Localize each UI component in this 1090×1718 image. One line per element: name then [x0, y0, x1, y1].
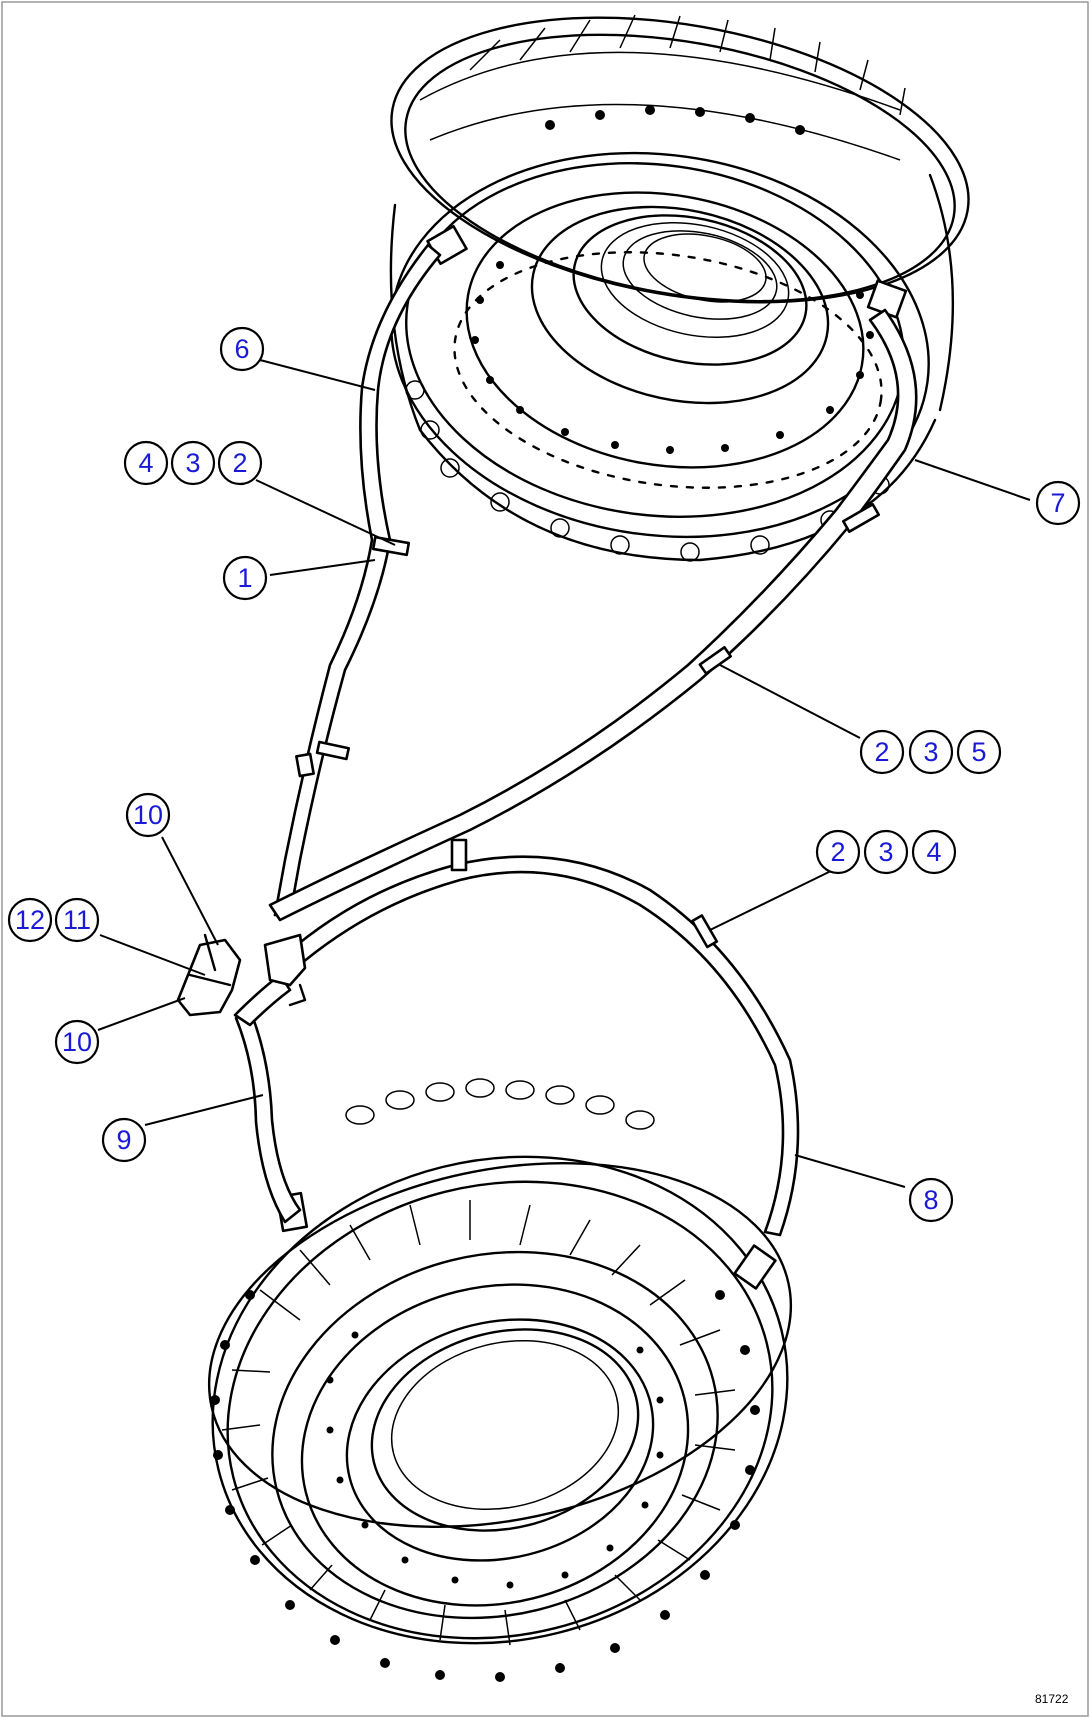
callout-number: 2	[232, 448, 247, 478]
callout-12: 12	[7, 897, 53, 943]
callout-7: 7	[1035, 480, 1081, 526]
callout-number: 10	[133, 800, 163, 830]
tee-fitting	[176, 752, 315, 1017]
callout-2-upper: 2	[217, 440, 263, 486]
hose-6	[273, 243, 442, 917]
callout-2-mid: 2	[815, 829, 861, 875]
figure-id: 81722	[1035, 1692, 1069, 1706]
callout-number: 2	[830, 837, 845, 867]
callout-number: 8	[923, 1185, 938, 1215]
callout-5: 5	[956, 729, 1002, 775]
callout-3-right: 3	[908, 729, 954, 775]
callout-number: 4	[926, 837, 941, 867]
callout-3-upper: 3	[170, 440, 216, 486]
callout-number: 2	[874, 737, 889, 767]
callout-number: 3	[185, 448, 200, 478]
callout-1: 1	[222, 555, 268, 601]
hose-9	[233, 973, 302, 1224]
hose-8	[283, 855, 800, 1237]
callout-number: 5	[971, 737, 986, 767]
callout-6: 6	[219, 326, 265, 372]
callout-10-upper: 10	[125, 792, 171, 838]
callout-9: 9	[101, 1117, 147, 1163]
upper-hub-assembly	[389, 14, 970, 562]
callout-11: 11	[54, 897, 100, 943]
callout-8: 8	[908, 1177, 954, 1223]
hose-clamps	[315, 503, 881, 949]
callout-number: 3	[878, 837, 893, 867]
callout-10-lower: 10	[54, 1019, 100, 1065]
callout-2-right: 2	[859, 729, 905, 775]
lower-hub-assembly	[207, 1078, 793, 1682]
callout-number: 12	[15, 905, 45, 935]
callout-3-mid: 3	[863, 829, 909, 875]
callout-4-upper: 4	[123, 440, 169, 486]
callout-number: 6	[234, 334, 249, 364]
callout-4-mid: 4	[911, 829, 957, 875]
callout-number: 3	[923, 737, 938, 767]
callout-number: 4	[138, 448, 153, 478]
leader-lines	[97, 359, 1031, 1188]
callout-number: 1	[237, 563, 252, 593]
callout-number: 9	[116, 1125, 131, 1155]
callout-number: 7	[1050, 488, 1065, 518]
callout-number: 11	[63, 905, 91, 935]
callout-number: 10	[62, 1027, 92, 1057]
